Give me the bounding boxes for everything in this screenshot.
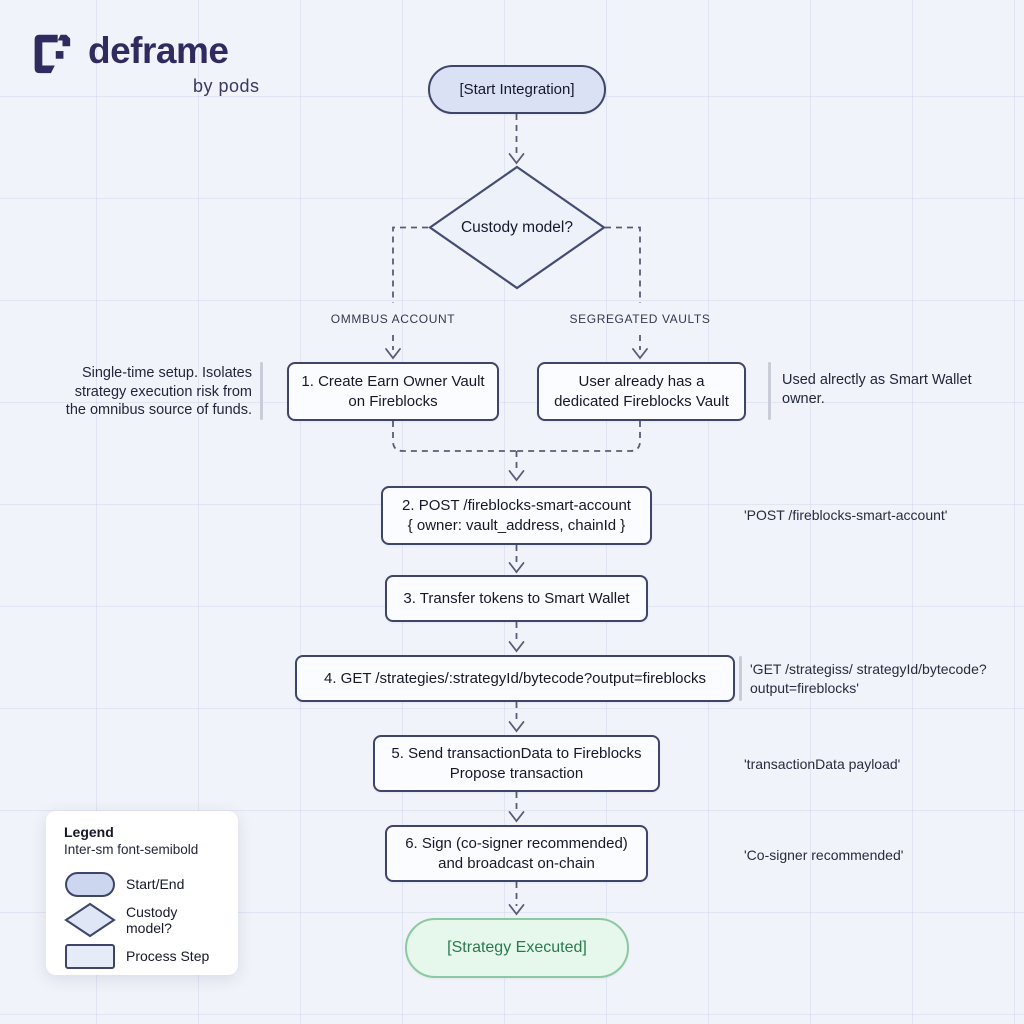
segregated-note-line2: owner. [782, 390, 825, 407]
decision-node-label: Custody model? [460, 218, 573, 236]
legend-row-process: Process Step [64, 938, 222, 974]
segregated-note: Used alrectly as Smart Wallet owner. [782, 371, 992, 408]
omnibus-note: Single-time setup. Isolates strategy exe… [40, 364, 252, 420]
get-endpoint-annotation: 'GET /strategiss/ strategyId/bytecode? o… [750, 660, 1015, 698]
logo-wordmark: deframe [88, 30, 229, 71]
step1-line1: 1. Create Earn Owner Vault [301, 372, 485, 390]
get-annotation-divider [739, 656, 742, 701]
step2-line2: { owner: vault_address, chainId } [407, 516, 626, 534]
start-node: [Start Integration] [428, 65, 606, 114]
decision-node: Custody model? [428, 165, 606, 290]
step5-line1: 5. Send transactionData to Fireblocks [391, 744, 642, 762]
legend-rect-swatch [64, 943, 116, 969]
legend-card: Legend Inter-sm font-semibold Start/End … [46, 811, 238, 975]
user-vault-line1: User already has a [578, 372, 705, 390]
step5-line2: Propose transaction [449, 764, 584, 782]
segregated-note-line1: Used alrectly as Smart Wallet [782, 372, 972, 388]
end-node-label: [Strategy Executed] [447, 939, 587, 956]
post-endpoint-annotation: 'POST /fireblocks-smart-account' [744, 507, 948, 523]
step2-node: 2. POST /fireblocks-smart-account { owne… [381, 486, 652, 545]
legend-title: Legend [64, 824, 114, 840]
get-endpoint-line2: output=fireblocks' [750, 680, 859, 696]
step1-node: 1. Create Earn Owner Vault on Fireblocks [287, 362, 499, 421]
step3-node: 3. Transfer tokens to Smart Wallet [385, 575, 648, 622]
logo-byline: by pods [193, 76, 260, 96]
step3-line1: 3. Transfer tokens to Smart Wallet [403, 589, 630, 607]
legend-label-start-end: Start/End [126, 876, 185, 892]
segregated-note-divider [768, 362, 771, 420]
legend-label-decision: Custody model? [126, 904, 178, 936]
step4-line1: 4. GET /strategies/:strategyId/bytecode?… [323, 669, 707, 687]
legend-subtitle: Inter-sm font-semibold [64, 842, 199, 857]
end-node: [Strategy Executed] [405, 918, 629, 978]
get-endpoint-line1: 'GET /strategiss/ strategyId/bytecode? [750, 661, 987, 677]
txdata-annotation: 'transactionData payload' [744, 756, 901, 772]
user-vault-node: User already has a dedicated Fireblocks … [537, 362, 746, 421]
legend-label-process: Process Step [126, 948, 210, 964]
omnibus-note-line2: strategy execution risk from [74, 383, 252, 400]
step5-node: 5. Send transactionData to Fireblocks Pr… [373, 735, 660, 792]
deframe-logo-icon [26, 28, 74, 76]
legend-row-start-end: Start/End [64, 866, 222, 902]
omnibus-note-line3: the omnibus source of funds. [65, 402, 252, 418]
legend-pill-swatch [64, 871, 116, 897]
omnibus-note-divider [260, 362, 263, 420]
step6-line2: and broadcast on-chain [438, 854, 595, 872]
step4-node: 4. GET /strategies/:strategyId/bytecode?… [295, 655, 735, 702]
legend-row-decision: Custody model? [64, 902, 222, 938]
step2-line1: 2. POST /fireblocks-smart-account [402, 496, 631, 514]
step6-node: 6. Sign (co-signer recommended) and broa… [385, 825, 648, 882]
cosigner-annotation: 'Co-signer recommended' [744, 847, 904, 863]
start-node-label: [Start Integration] [459, 80, 575, 98]
user-vault-line2: dedicated Fireblocks Vault [554, 392, 729, 410]
legend-diamond-swatch [64, 902, 116, 938]
omnibus-note-line1: Single-time setup. Isolates [81, 365, 252, 381]
step6-line1: 6. Sign (co-signer recommended) [405, 834, 628, 852]
step1-line2: on Fireblocks [348, 392, 438, 410]
branch-label-segregated: SEGREGATED VAULTS [569, 312, 711, 326]
branch-label-omnibus: OMMBUS ACCOUNT [330, 312, 456, 326]
